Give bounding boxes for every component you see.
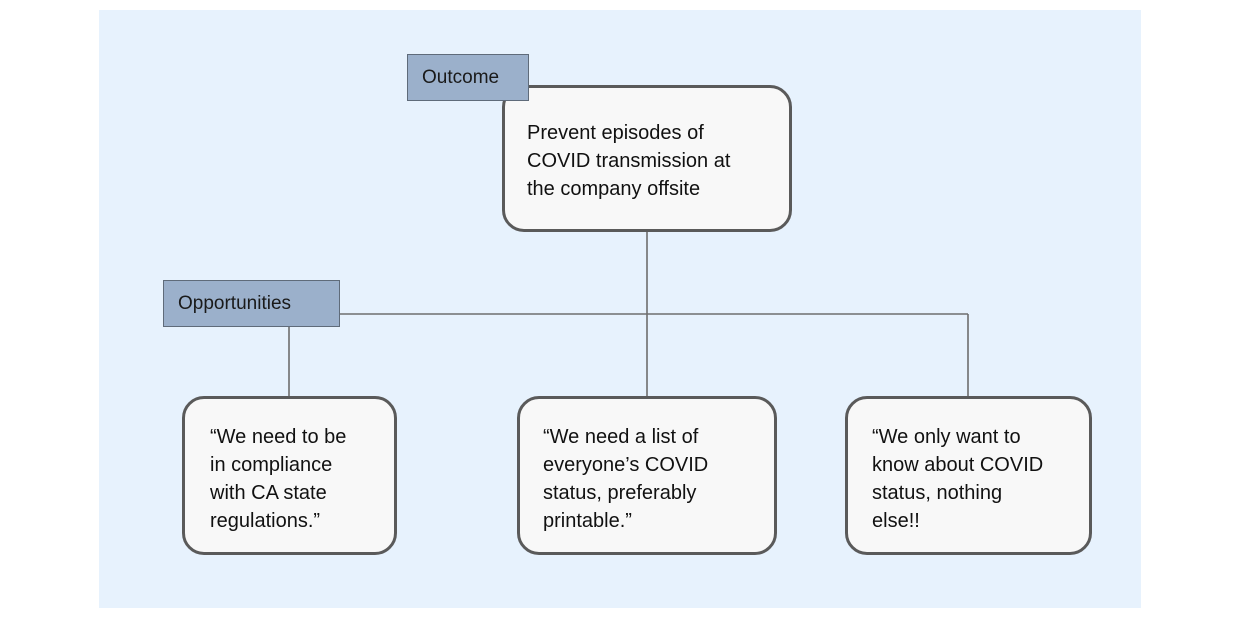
opportunity-2-line-2: everyone’s COVID [543, 454, 709, 476]
opportunity-1-line-3: with CA state [210, 482, 327, 504]
opportunity-node-2: “We need a list of everyone’s COVID stat… [517, 396, 777, 555]
opportunity-2-line-3: status, preferably [543, 482, 697, 504]
outcome-text-line-2: COVID transmission at [527, 150, 731, 172]
outcome-node: Prevent episodes of COVID transmission a… [502, 85, 792, 232]
opportunity-2-line-1: “We need a list of [543, 426, 699, 448]
opportunity-3-line-4: else!! [872, 510, 920, 532]
opportunities-tag: Opportunities [163, 280, 340, 327]
outcome-tag: Outcome [407, 54, 529, 101]
opportunity-node-1: “We need to be in compliance with CA sta… [182, 396, 397, 555]
opportunity-node-3: “We only want to know about COVID status… [845, 396, 1092, 555]
opportunity-2-line-4: printable.” [543, 510, 632, 532]
opportunity-3-line-2: know about COVID [872, 454, 1044, 476]
outcome-text-line-3: the company offsite [527, 178, 701, 200]
opportunity-1-line-2: in compliance [210, 454, 333, 476]
opportunity-1-line-4: regulations.” [210, 510, 321, 532]
opportunity-1-line-1: “We need to be [210, 426, 347, 448]
opportunity-3-line-3: status, nothing [872, 482, 1003, 504]
outcome-text-line-1: Prevent episodes of [527, 122, 704, 144]
opportunity-3-line-1: “We only want to [872, 426, 1021, 448]
